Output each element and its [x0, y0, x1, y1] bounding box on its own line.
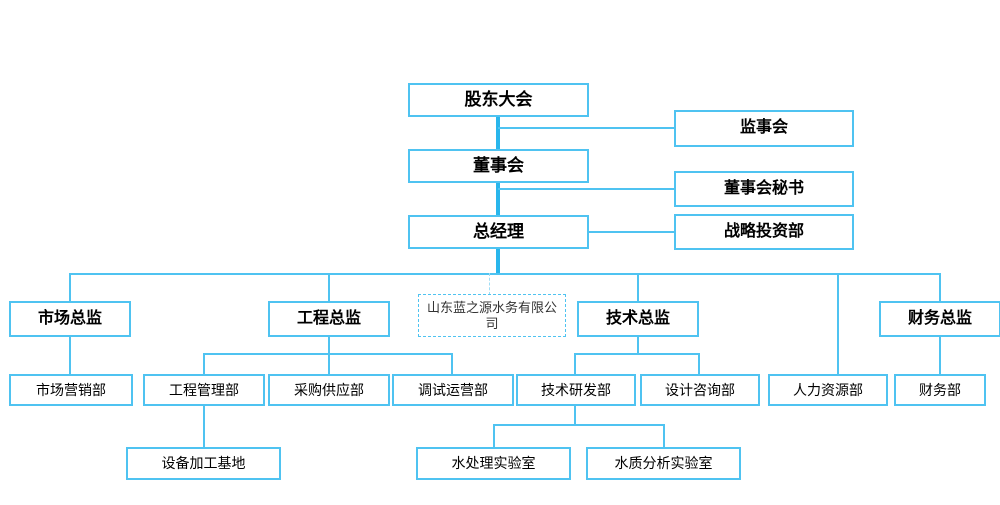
node-strategic-investment-dept[interactable]: 战略投资部 — [674, 214, 854, 250]
node-engineering-director[interactable]: 工程总监 — [268, 301, 390, 337]
connector-finance-director-finance-dept — [939, 336, 941, 375]
node-water-quality-lab[interactable]: 水质分析实验室 — [586, 447, 741, 480]
connector-technical-director-down — [637, 336, 639, 354]
connector-board-secretary — [498, 188, 676, 190]
connector-water-treatment-lab-drop — [493, 424, 495, 447]
connector-spine-gm-bus — [496, 249, 500, 275]
connector-bus-company-name — [489, 273, 491, 295]
connector-board-supervisors — [498, 127, 676, 129]
connector-bus-finance-director — [939, 273, 941, 302]
node-equipment-base[interactable]: 设备加工基地 — [126, 447, 281, 480]
node-procurement-supply-dept[interactable]: 采购供应部 — [268, 374, 390, 406]
node-water-treatment-lab[interactable]: 水处理实验室 — [416, 447, 571, 480]
connector-main-bus — [69, 273, 941, 275]
node-hr-dept[interactable]: 人力资源部 — [768, 374, 888, 406]
node-engineering-mgmt-dept[interactable]: 工程管理部 — [143, 374, 265, 406]
connector-engineering-mgmt-equipment-base — [203, 406, 205, 447]
node-finance-director[interactable]: 财务总监 — [879, 301, 1000, 337]
connector-gm-strategic — [587, 231, 676, 233]
node-design-consulting-dept[interactable]: 设计咨询部 — [640, 374, 760, 406]
connector-design-consulting-drop — [698, 353, 700, 375]
node-technical-director[interactable]: 技术总监 — [577, 301, 699, 337]
connector-bus-technical-director — [637, 273, 639, 302]
connector-engineering-director-down — [328, 336, 330, 354]
node-finance-dept[interactable]: 财务部 — [894, 374, 986, 406]
connector-engineering-mgmt-drop — [203, 353, 205, 375]
node-shareholders-meeting[interactable]: 股东大会 — [408, 83, 589, 117]
connector-bus-hr-dept — [837, 273, 839, 375]
node-board-of-directors[interactable]: 董事会 — [408, 149, 589, 183]
node-commissioning-ops-dept[interactable]: 调试运营部 — [392, 374, 514, 406]
connector-bus-engineering-director — [328, 273, 330, 302]
node-tech-rd-dept[interactable]: 技术研发部 — [516, 374, 636, 406]
connector-market-director-marketing-dept — [69, 336, 71, 375]
node-marketing-dept[interactable]: 市场营销部 — [9, 374, 133, 406]
connector-commissioning-drop — [451, 353, 453, 375]
connector-technical-subbus — [574, 353, 700, 355]
node-general-manager[interactable]: 总经理 — [408, 215, 589, 249]
node-market-director[interactable]: 市场总监 — [9, 301, 131, 337]
connector-water-quality-lab-drop — [663, 424, 665, 447]
connector-spine-shareholders-board — [496, 117, 500, 150]
node-board-secretary[interactable]: 董事会秘书 — [674, 171, 854, 207]
connector-lab-subbus — [493, 424, 665, 426]
node-company-name: 山东蓝之源水务有限公司 — [418, 294, 566, 337]
node-board-of-supervisors[interactable]: 监事会 — [674, 110, 854, 147]
connector-tech-rd-drop — [574, 353, 576, 375]
connector-spine-board-gm — [496, 183, 500, 216]
connector-tech-rd-down — [574, 406, 576, 425]
connector-bus-market-director — [69, 273, 71, 302]
connector-procurement-drop — [328, 353, 330, 375]
